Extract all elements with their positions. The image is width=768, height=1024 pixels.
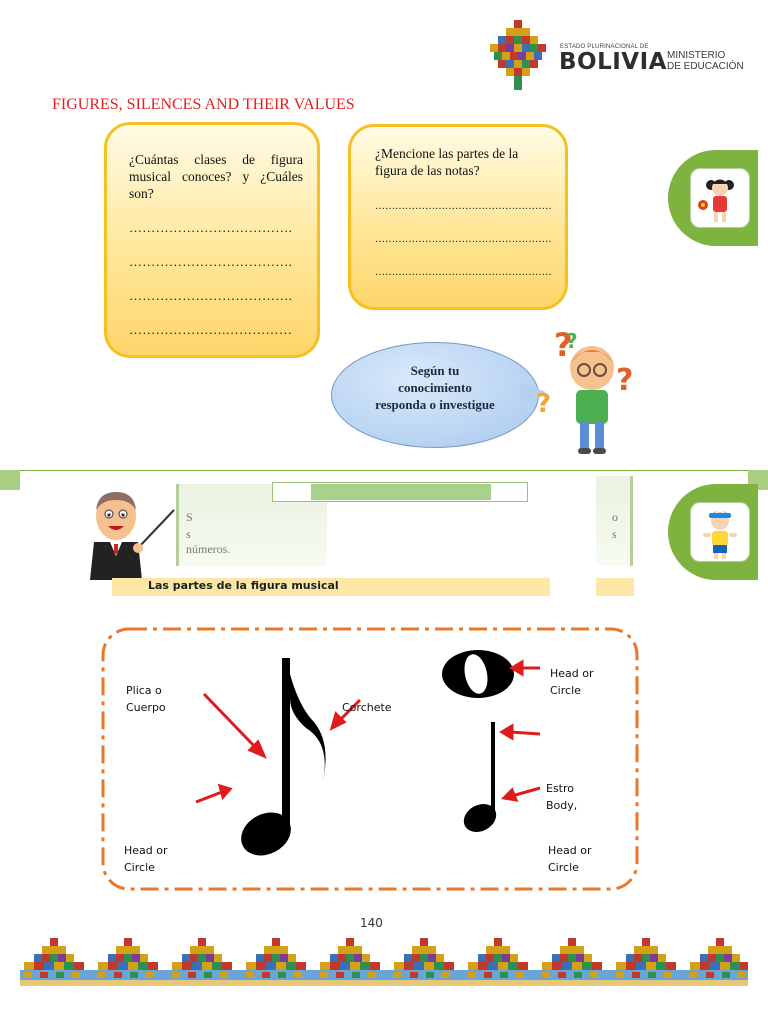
- speech-bubble: [331, 342, 539, 448]
- answer-line: ……………………………….: [129, 254, 293, 269]
- label-plica: Plica o: [126, 684, 162, 697]
- question-box-1: ¿Cuántas clases de figura musical conoce…: [104, 122, 320, 358]
- page-number: 140: [360, 916, 383, 930]
- subtitle-bar-right: [596, 578, 634, 596]
- answer-line: ………………….……………: [129, 322, 293, 337]
- text-fragment: s: [186, 527, 191, 541]
- label-head: Head or: [124, 844, 168, 857]
- svg-text:?: ?: [536, 389, 551, 419]
- label-head: Head or: [548, 844, 592, 857]
- music-notes-diagram: [195, 650, 541, 856]
- answer-line: ………………………………………………: [375, 234, 551, 245]
- text-fragment: s: [612, 527, 617, 541]
- logo-wordmark: BOLIVIA: [559, 49, 667, 75]
- bubble-line: responda o investigue: [375, 397, 495, 412]
- subtitle-bar: [112, 578, 550, 596]
- text-fragment: o: [612, 510, 618, 524]
- logo-caption: ESTADO PLURINACIONAL DE: [560, 44, 649, 50]
- label-stem: Estro: [546, 782, 575, 795]
- boy-student-icon: [703, 511, 737, 559]
- text-fragment: S: [186, 510, 193, 524]
- ministry-name-line1: MINISTERIO: [667, 50, 726, 61]
- svg-text:?: ?: [566, 329, 578, 353]
- thinking-boy-illustration: ? ? ? ?: [536, 326, 633, 454]
- answer-line: ………………………………………………: [375, 267, 551, 278]
- section-header-box: [272, 482, 528, 502]
- whole-note-icon: [442, 650, 514, 698]
- ministry-name: MINISTERIO DE EDUCACIÓN: [667, 50, 747, 72]
- page-title: FIGURES, SILENCES AND THEIR VALUES: [52, 96, 355, 113]
- label-cuerpo: Cuerpo: [126, 701, 166, 714]
- answer-line: ……………………………….: [129, 288, 293, 303]
- label-head: Head or: [550, 667, 594, 680]
- bubble-line: Según tu: [410, 363, 460, 378]
- bolivia-emblem-icon: [490, 20, 546, 90]
- svg-text:?: ?: [554, 326, 573, 364]
- label-circle: Circle: [124, 861, 155, 874]
- decorative-footer-pattern: [20, 938, 748, 986]
- answer-line: ……………………………….: [129, 220, 293, 235]
- pointer-arrows: [195, 659, 541, 804]
- side-tab-student-boy: [668, 484, 758, 580]
- teacher-illustration: [90, 492, 175, 580]
- quarter-note-icon: [463, 722, 497, 832]
- info-panel-right: [596, 476, 633, 566]
- subtitle-text: Las partes de la figura musical: [148, 579, 339, 592]
- text-fragment: números.: [186, 542, 231, 556]
- label-corchete: Corchete: [342, 701, 392, 714]
- girl-student-icon: [698, 179, 734, 222]
- question-1-text: ¿Cuántas clases de figura musical conoce…: [129, 152, 303, 201]
- eighth-note-icon: [241, 658, 326, 856]
- question-2-text: ¿Mencione las partes de la figura de las…: [375, 146, 519, 178]
- student-card: [690, 502, 750, 562]
- question-box-2: ¿Mencione las partes de la figura de las…: [348, 124, 568, 310]
- ministry-name-line2: DE EDUCACIÓN: [667, 61, 744, 72]
- speech-bubble-text: Según tu conocimiento responda o investi…: [350, 362, 520, 413]
- label-body: Body,: [546, 799, 578, 812]
- label-circle: Circle: [550, 684, 581, 697]
- side-tab-student-girl: [668, 150, 758, 246]
- student-card: [690, 168, 750, 228]
- answer-line: ………………………………………………: [375, 201, 551, 212]
- speech-bubble-tail: [520, 382, 546, 402]
- note-diagram-frame: [101, 627, 639, 891]
- label-circle: Circle: [548, 861, 579, 874]
- svg-text:?: ?: [616, 363, 633, 398]
- bubble-line: conocimiento: [398, 380, 472, 395]
